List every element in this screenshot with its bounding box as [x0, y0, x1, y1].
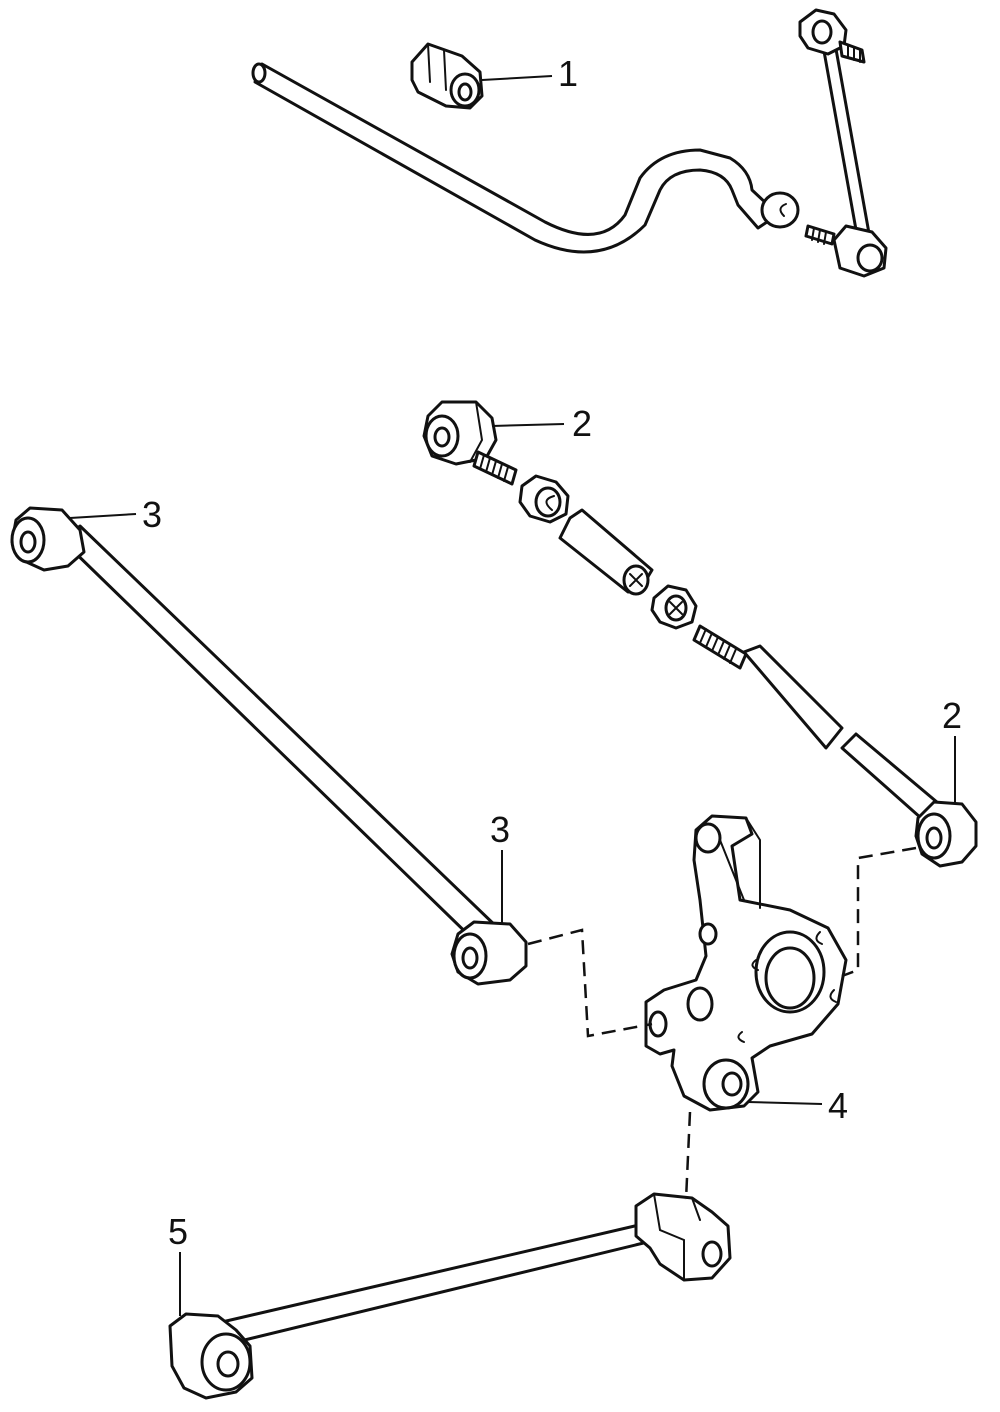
callout-labels: 1 2 2 3 3 4 5 [142, 53, 962, 1252]
adjustable-arm-end-bottom [914, 800, 978, 868]
stabilizer-link [798, 8, 888, 278]
callout-1: 1 [558, 53, 578, 94]
callout-4: 4 [828, 1085, 848, 1126]
callout-5: 5 [168, 1211, 188, 1252]
adjuster-sleeve [558, 508, 654, 596]
connection-lines [527, 846, 917, 1201]
lock-nut-bottom [650, 584, 698, 630]
adjustable-arm-end-top [422, 400, 498, 466]
callout-3-left: 3 [142, 494, 162, 535]
stabilizer-end-bushing [760, 191, 800, 229]
callout-2-bottom: 2 [942, 695, 962, 736]
callout-3-right: 3 [490, 809, 510, 850]
lower-arm [10, 506, 528, 986]
adjustable-arm-rod [742, 644, 946, 828]
trailing-arm [168, 1192, 732, 1400]
threaded-stud-bottom [692, 624, 748, 670]
stabilizer-bar [251, 62, 772, 254]
lock-nut-top [518, 474, 570, 524]
stabilizer-bushing [410, 42, 484, 110]
rear-knuckle [644, 814, 848, 1112]
leader-lines [69, 75, 956, 1316]
callout-2-top: 2 [572, 403, 592, 444]
threaded-stud-top [472, 450, 518, 486]
